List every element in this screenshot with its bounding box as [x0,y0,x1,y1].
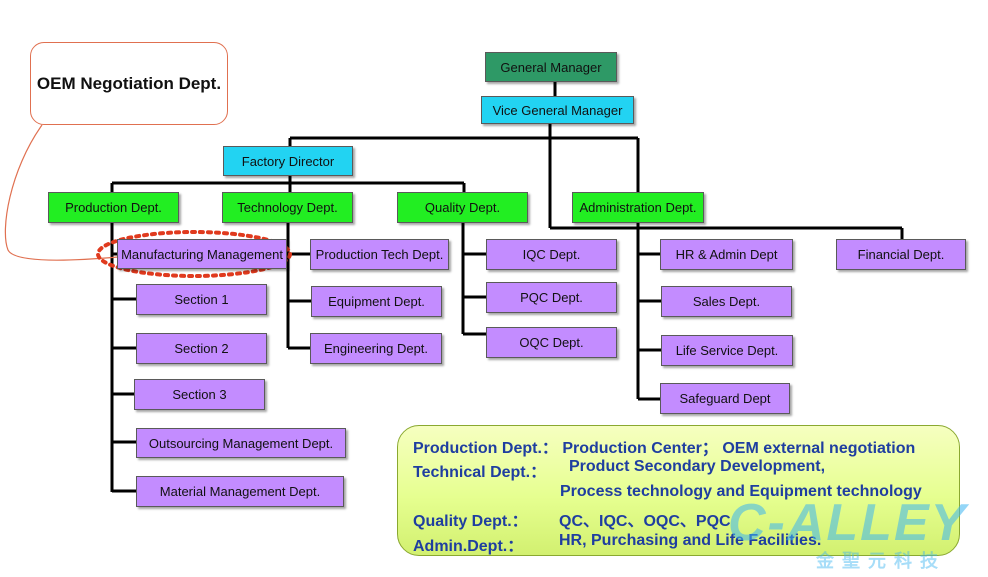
life-service-dept-box[interactable]: Life Service Dept. [661,335,793,366]
company-logo: C-ALLEY 金聖元科技 [728,493,978,571]
material-management-label: Material Management Dept. [159,484,321,499]
technology-dept-box[interactable]: Technology Dept. [222,192,353,223]
note-technical-text-2: Process technology and Equipment technol… [560,483,922,500]
quality-dept-box[interactable]: Quality Dept. [397,192,528,223]
logo-subtitle: 金聖元科技 [816,551,946,571]
section-2-box[interactable]: Section 2 [136,333,267,364]
administration-dept-box[interactable]: Administration Dept. [572,192,704,223]
hr-admin-dept-box[interactable]: HR & Admin Dept [660,239,793,270]
technology-dept-label: Technology Dept. [237,200,338,215]
equipment-dept-label: Equipment Dept. [328,294,425,309]
quality-dept-label: Quality Dept. [424,200,501,215]
production-dept-label: Production Dept. [65,200,162,215]
vice-general-manager-box[interactable]: Vice General Manager [481,96,634,124]
iqc-dept-label: IQC Dept. [522,247,581,262]
note-quality-label: Quality Dept.： [413,513,528,530]
production-dept-box[interactable]: Production Dept. [48,192,179,223]
factory-director-box[interactable]: Factory Director [223,146,353,176]
outsourcing-management-label: Outsourcing Management Dept. [148,435,334,451]
pqc-dept-label: PQC Dept. [520,290,583,305]
oem-negotiation-callout: OEM Negotiation Dept. [30,42,228,125]
safeguard-dept-box[interactable]: Safeguard Dept [660,383,790,414]
manufacturing-management-box[interactable]: Manufacturing Management [117,239,287,269]
financial-dept-box[interactable]: Financial Dept. [836,239,966,270]
note-admin-label: Admin.Dept.： [413,538,524,555]
general-manager-box[interactable]: General Manager [485,52,617,82]
section-3-label: Section 3 [172,387,227,402]
sales-dept-box[interactable]: Sales Dept. [661,286,792,317]
note-technical-label: Technical Dept.： [413,464,547,481]
note-production: Production Dept.： Production Center； OEM… [413,440,916,457]
administration-dept-label: Administration Dept. [579,200,697,215]
sales-dept-label: Sales Dept. [692,294,761,309]
engineering-dept-label: Engineering Dept. [323,341,429,356]
highlight-ring [96,230,292,278]
section-2-label: Section 2 [174,341,229,356]
vice-general-manager-label: Vice General Manager [492,102,623,118]
material-management-box[interactable]: Material Management Dept. [136,476,344,507]
oqc-dept-label: OQC Dept. [519,335,584,350]
factory-director-label: Factory Director [241,153,335,169]
notes-panel: Production Dept.： Production Center； OEM… [397,425,960,556]
general-manager-label: General Manager [500,59,602,75]
section-1-label: Section 1 [174,292,229,307]
iqc-dept-box[interactable]: IQC Dept. [486,239,617,270]
outsourcing-management-box[interactable]: Outsourcing Management Dept. [136,428,346,458]
manufacturing-management-label: Manufacturing Management [121,246,283,262]
hr-admin-dept-label: HR & Admin Dept [675,247,778,262]
note-technical-text: Product Secondary Development, [569,458,826,475]
engineering-dept-box[interactable]: Engineering Dept. [310,333,442,364]
callout-label: OEM Negotiation Dept. [36,73,222,93]
financial-dept-label: Financial Dept. [857,247,945,262]
note-admin-text: HR, Purchasing and Life Facilities. [559,532,822,549]
equipment-dept-box[interactable]: Equipment Dept. [311,286,442,317]
oqc-dept-box[interactable]: OQC Dept. [486,327,617,358]
logo-wordmark: C-ALLEY [728,494,968,552]
section-3-box[interactable]: Section 3 [134,379,265,410]
life-service-dept-label: Life Service Dept. [675,343,779,358]
production-tech-dept-box[interactable]: Production Tech Dept. [310,239,449,270]
section-1-box[interactable]: Section 1 [136,284,267,315]
pqc-dept-box[interactable]: PQC Dept. [486,282,617,313]
production-tech-dept-label: Production Tech Dept. [315,247,444,262]
safeguard-dept-label: Safeguard Dept [679,391,771,406]
note-quality-text: QC、IQC、OQC、PQC [559,513,731,530]
